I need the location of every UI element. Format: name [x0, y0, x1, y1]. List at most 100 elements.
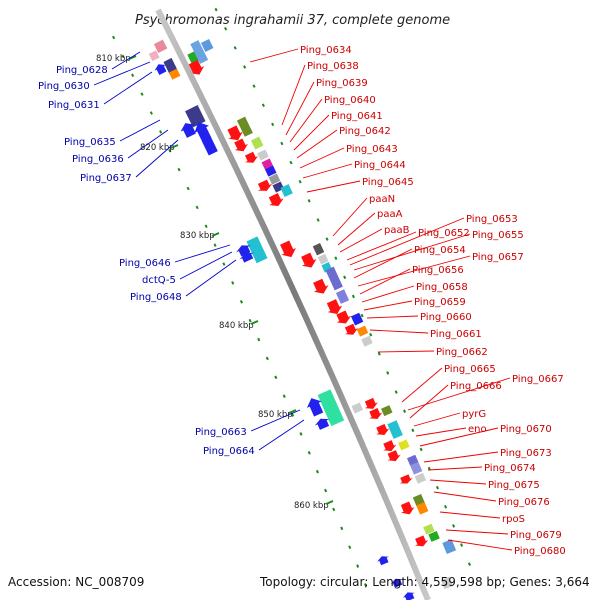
tick-dot — [307, 199, 311, 203]
gene-feature — [257, 149, 269, 161]
gene-feature — [227, 125, 243, 141]
tick-dot — [257, 337, 261, 342]
leader-line — [369, 329, 429, 334]
gene-box — [387, 420, 403, 439]
gene-box — [153, 39, 168, 54]
gene-feature — [387, 450, 401, 462]
gene-label-right: paaA — [377, 209, 403, 220]
tick-dot — [121, 54, 125, 59]
gene-box — [414, 472, 427, 484]
gene-feature — [154, 64, 167, 75]
tick-dot — [233, 46, 237, 50]
tick-dot — [231, 281, 235, 285]
gene-arrow — [313, 278, 329, 294]
gene-label-left: dctQ-5 — [142, 275, 176, 286]
leader-line — [353, 248, 413, 279]
gene-label-left: Ping_0628 — [56, 65, 108, 76]
tick-dot — [299, 432, 303, 436]
gene-feature — [190, 40, 209, 64]
gene-feature — [344, 323, 359, 335]
leader-line — [281, 64, 306, 126]
leader-line — [339, 228, 383, 253]
gene-arrow — [234, 138, 248, 152]
tick-dot — [168, 148, 172, 153]
gene-feature — [336, 310, 352, 324]
gene-label-right: paaN — [369, 194, 395, 205]
kbp-tick-840 — [250, 320, 259, 325]
gene-label-right: Ping_0642 — [339, 126, 391, 137]
leader-line — [433, 491, 497, 502]
gene-label-right: pyrG — [462, 409, 486, 420]
gene-arrow — [257, 179, 273, 191]
leader-line — [419, 427, 499, 447]
gene-label-right: Ping_0641 — [331, 111, 383, 122]
gene-feature — [376, 424, 390, 435]
tick-dot — [316, 218, 320, 222]
gene-arrow — [400, 501, 415, 515]
leader-line — [353, 233, 471, 271]
gene-box — [442, 539, 457, 555]
kbp-tick-810 — [128, 55, 137, 60]
tick-dot — [224, 26, 228, 31]
gene-label-right: Ping_0665 — [444, 364, 496, 375]
gene-box — [168, 68, 181, 80]
leader-line — [337, 212, 376, 246]
gene-arrow — [301, 252, 317, 268]
right-gene-labels: Ping_0634Ping_0638Ping_0639Ping_0640Ping… — [300, 45, 566, 557]
gene-arrow — [314, 418, 330, 430]
gene-box — [200, 39, 214, 52]
gene-box — [317, 253, 329, 265]
gene-label-right: Ping_0658 — [416, 282, 468, 293]
leader-line — [299, 147, 345, 169]
tick-dot — [280, 141, 284, 146]
gene-feature — [168, 68, 181, 80]
kbp-label-850: 850 kbp — [258, 410, 293, 420]
gene-label-left: Ping_0631 — [48, 100, 100, 111]
gene-feature — [440, 576, 453, 590]
gene-label-left: Ping_0664 — [203, 446, 255, 457]
gene-label-right: Ping_0638 — [307, 61, 359, 72]
gene-features — [148, 39, 457, 600]
gene-box — [361, 335, 373, 347]
leader-line — [296, 129, 338, 159]
tick-dot — [364, 583, 368, 587]
tick-dot — [307, 451, 311, 455]
leader-line — [285, 81, 315, 136]
gene-label-left: Ping_0648 — [130, 292, 182, 303]
gene-label-right: Ping_0643 — [346, 144, 398, 155]
gene-arrow — [364, 397, 378, 409]
gene-feature — [350, 312, 364, 326]
gene-box — [356, 325, 369, 337]
tick-dot — [411, 428, 415, 433]
kbp-tick-830 — [211, 232, 220, 237]
gene-box — [381, 405, 393, 417]
gene-arrow — [239, 252, 254, 263]
gene-label-right: Ping_0676 — [498, 497, 550, 508]
tick-dot — [261, 103, 265, 108]
leader-line — [289, 98, 323, 143]
gene-feature — [390, 578, 403, 588]
gene-feature — [335, 289, 350, 304]
gene-feature — [236, 116, 253, 137]
gene-label-right: Ping_0666 — [450, 381, 502, 392]
tick-dot — [252, 84, 256, 88]
gene-feature — [402, 592, 415, 600]
leader-line — [346, 231, 417, 261]
tick-dot — [444, 505, 448, 509]
gene-box — [440, 576, 453, 590]
gene-box — [257, 149, 269, 161]
gene-box — [335, 289, 350, 304]
gene-feature — [257, 179, 273, 191]
gene-arrow — [227, 125, 243, 141]
gene-box — [261, 158, 274, 170]
gene-box — [250, 136, 264, 150]
gene-arrow — [188, 59, 205, 75]
gene-arrow — [326, 299, 343, 314]
gene-label-right: Ping_0659 — [414, 297, 466, 308]
leader-line — [429, 479, 487, 485]
gene-feature — [356, 325, 369, 337]
leader-line — [349, 217, 465, 266]
gene-box — [410, 461, 423, 475]
tick-dot — [386, 371, 390, 375]
gene-arrow — [399, 474, 413, 484]
